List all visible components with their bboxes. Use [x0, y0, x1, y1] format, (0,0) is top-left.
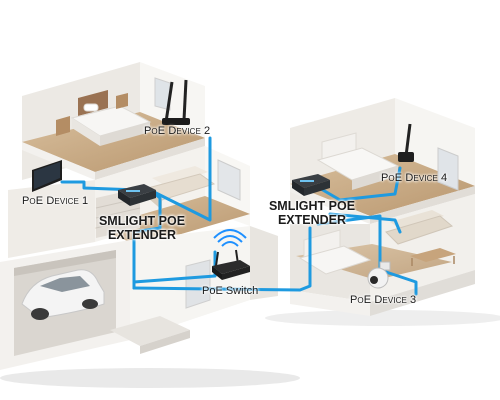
- upper-nightstand-left: [56, 116, 70, 136]
- right-poe-extender-device: [292, 174, 330, 196]
- entry-steps: [110, 316, 190, 346]
- upper-window: [154, 77, 171, 111]
- poe-switch-device: [212, 229, 250, 280]
- upper-bed-pillow: [83, 103, 99, 112]
- upper-bed-front: [100, 122, 150, 146]
- lower-side-wall: [250, 226, 278, 300]
- lower-window: [185, 259, 211, 309]
- upper-floor-edge-a: [22, 142, 95, 180]
- cable-left-extender-to-device1: [60, 180, 140, 192]
- right-upper-window: [437, 147, 459, 191]
- ground-shadow-right: [265, 310, 500, 326]
- sofa-back: [152, 166, 208, 186]
- cable-left-extender-to-device2: [148, 136, 212, 222]
- right-upper-floor: [290, 154, 475, 216]
- poe-device-3-camera: [367, 261, 391, 289]
- left-poe-extender-device: [118, 184, 156, 206]
- upper-nightstand-right: [116, 93, 128, 109]
- label-right-extender-line1: SMLIGHT POE: [268, 199, 356, 213]
- label-right-extender-line2: EXTENDER: [277, 213, 347, 227]
- middle-left-block: [8, 180, 95, 258]
- car: [21, 269, 105, 320]
- label-left-extender: SMLIGHT POE EXTENDER: [92, 214, 192, 242]
- label-right-extender: SMLIGHT POE EXTENDER: [262, 199, 362, 227]
- right-sofa: [385, 215, 454, 245]
- coffee-table: [410, 248, 456, 262]
- poe-device-2-router: [162, 79, 190, 125]
- upper-floor-edge-b: [95, 138, 205, 180]
- cable-right-extender-to-device4: [314, 166, 402, 202]
- poe-device-4-ap: [398, 123, 414, 162]
- cable-switch-to-left-extender: [132, 188, 162, 290]
- right-house: [290, 98, 475, 316]
- label-poe-device-2: PoE Device 2: [144, 125, 211, 137]
- label-poe-device-4: PoE Device 4: [381, 172, 448, 184]
- label-left-extender-line2: EXTENDER: [107, 228, 177, 242]
- upper-bed-side: [72, 118, 100, 146]
- middle-window: [217, 159, 241, 201]
- cable-switch-to-right-extender: [132, 226, 312, 292]
- label-left-extender-line1: SMLIGHT POE: [98, 214, 186, 228]
- ground-shadow-left: [0, 368, 300, 388]
- label-poe-switch: PoE Switch: [202, 285, 259, 297]
- wifi-icon: [221, 241, 239, 247]
- label-poe-device-1: PoE Device 1: [22, 195, 89, 207]
- poe-device-1-tablet: [32, 160, 62, 192]
- right-sofa-back: [390, 210, 444, 230]
- right-lower-bed: [298, 245, 372, 275]
- label-poe-device-3: PoE Device 3: [350, 294, 417, 306]
